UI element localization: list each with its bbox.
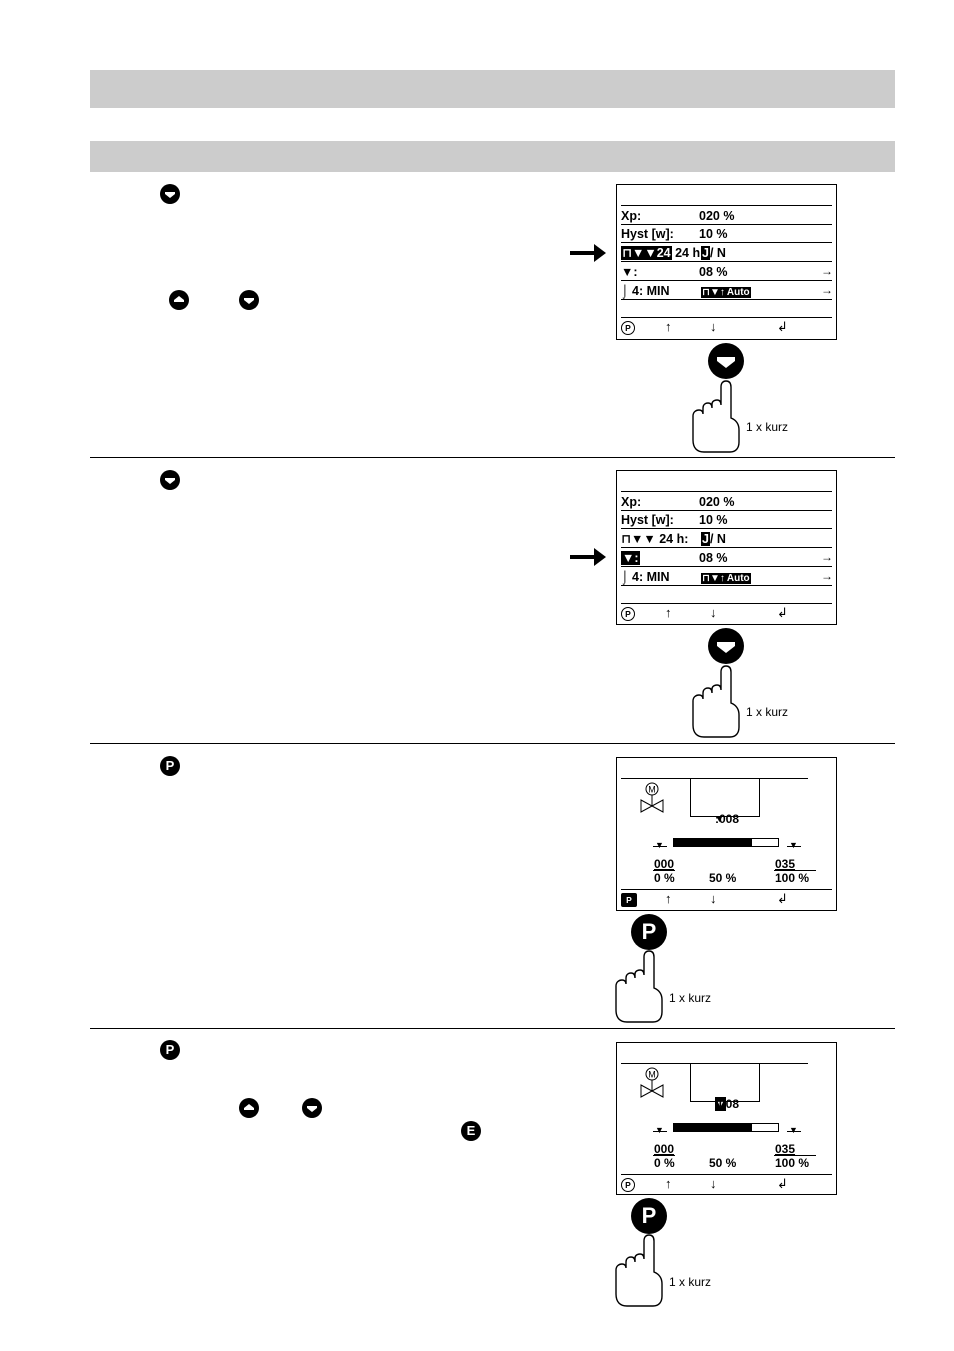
softkey-bar: P ↑ ↓ ↲	[621, 1174, 832, 1193]
hand-icon	[615, 950, 663, 1023]
up-softkey-icon: ↑	[665, 319, 672, 334]
param-row-24h: ⊓▼▼ 24 h: J/ N	[621, 530, 832, 548]
mode-symbols-icon: ⊓▼↑	[701, 573, 726, 584]
arrow-up-key-icon	[239, 1098, 259, 1118]
enter-softkey-icon: ↲	[777, 1176, 788, 1191]
param-row-valve: ▼: 08 % →	[621, 550, 833, 567]
parameter-screen: Xp:020 % Hyst [w]:10 % ⊓▼▼24 24 h: J/ N …	[616, 184, 837, 340]
enter-softkey-icon: ↲	[777, 319, 788, 334]
max-marker-icon: ▼	[789, 840, 798, 850]
arrow-down-key-icon	[160, 184, 180, 204]
min-marker-icon: ▼	[655, 840, 664, 850]
section-band	[90, 141, 895, 172]
down-softkey-icon: ↓	[710, 1176, 717, 1191]
position-bar-fill	[674, 839, 752, 846]
position-box: ▼:008	[690, 1063, 760, 1111]
press-instruction: 1 x kurz	[669, 991, 712, 1005]
softkey-bar: P ↑ ↓ ↲	[621, 317, 832, 336]
mode-symbols-icon: ⊓▼↑	[701, 287, 726, 298]
hand-icon	[615, 1234, 663, 1307]
arrow-down-key-icon	[239, 290, 259, 310]
position-bar-fill	[674, 1124, 752, 1131]
up-softkey-icon: ↑	[665, 891, 672, 906]
param-row-min: ⌡ 4: MIN ⊓▼↑Auto →	[621, 283, 833, 300]
up-softkey-icon: ↑	[665, 605, 672, 620]
param-row-hyst: Hyst [w]:10 %	[621, 225, 832, 243]
arrow-down-key-icon	[160, 470, 180, 490]
param-row-min: ⌡ 4: MIN ⊓▼↑Auto →	[621, 569, 833, 586]
param-row-24h: ⊓▼▼24 24 h: J/ N	[621, 244, 832, 262]
param-row-xp: Xp:020 %	[621, 493, 832, 511]
position-box: ▼:008	[690, 778, 760, 826]
param-row-hyst: Hyst [w]:10 %	[621, 511, 832, 529]
valve-position-screen: M ▼:008 ▼ ▼ 000 0 % 50 % 035 100 % P ↑ ↓…	[616, 757, 837, 911]
down-softkey-icon: ↓	[710, 605, 717, 620]
hand-icon	[692, 380, 740, 453]
p-softkey-icon: P	[621, 321, 635, 335]
p-softkey-icon: P	[621, 607, 635, 621]
step-divider	[90, 457, 895, 458]
min-marker-icon: ▼	[655, 1125, 664, 1135]
p-key-icon: P	[160, 756, 180, 776]
pointer-arrow-icon	[570, 244, 606, 262]
position-bar	[673, 1123, 779, 1132]
hand-icon	[692, 665, 740, 738]
valve-down-icon: ▼	[715, 1097, 726, 1111]
motor-valve-icon: M	[640, 1067, 664, 1098]
curve-icon: ⌡	[621, 284, 629, 298]
motor-label: M	[648, 1070, 656, 1080]
down-softkey-icon: ↓	[710, 891, 717, 906]
valve-position-screen: M ▼:008 ▼ ▼ 000 0 % 50 % 035 100 % P ↑ ↓…	[616, 1042, 837, 1195]
press-instruction: 1 x kurz	[746, 420, 789, 434]
curve-icon: ⌡	[621, 570, 629, 584]
enter-softkey-icon: ↲	[777, 891, 788, 906]
down-softkey-icon: ↓	[710, 319, 717, 334]
param-row-valve: ▼: 08 % →	[621, 264, 833, 281]
enter-softkey-icon: ↲	[777, 605, 788, 620]
valve-symbols-icon: ⊓▼▼24	[621, 246, 672, 260]
p-key-icon: P	[160, 1040, 180, 1060]
max-marker-icon: ▼	[789, 1125, 798, 1135]
pointer-arrow-icon	[570, 548, 606, 566]
press-instruction: 1 x kurz	[669, 1275, 712, 1289]
arrow-down-key-icon	[302, 1098, 322, 1118]
up-softkey-icon: ↑	[665, 1176, 672, 1191]
step-divider	[90, 743, 895, 744]
valve-down-icon: ▼	[715, 814, 724, 824]
motor-label: M	[648, 785, 656, 795]
p-softkey-icon: P	[621, 893, 637, 907]
header-band	[90, 70, 895, 108]
valve-down-icon: ▼	[621, 265, 634, 279]
p-button-press-icon: P	[631, 914, 667, 950]
valve-symbols-icon: ⊓▼▼	[621, 532, 656, 546]
valve-down-icon: ▼	[622, 551, 635, 565]
p-softkey-icon: P	[621, 1178, 635, 1192]
step-divider	[90, 1028, 895, 1029]
press-instruction: 1 x kurz	[746, 705, 789, 719]
arrow-up-key-icon	[169, 290, 189, 310]
down-button-press-icon	[708, 343, 744, 379]
softkey-bar: P ↑ ↓ ↲	[621, 603, 832, 622]
down-button-press-icon	[708, 628, 744, 664]
e-key-icon: E	[461, 1121, 481, 1141]
param-row-xp: Xp:020 %	[621, 207, 832, 225]
motor-valve-icon: M	[640, 782, 664, 813]
parameter-screen: Xp:020 % Hyst [w]:10 % ⊓▼▼ 24 h: J/ N ▼:…	[616, 470, 837, 625]
softkey-bar: P ↑ ↓ ↲	[621, 889, 832, 908]
position-bar	[673, 838, 779, 847]
p-button-press-icon: P	[631, 1198, 667, 1234]
